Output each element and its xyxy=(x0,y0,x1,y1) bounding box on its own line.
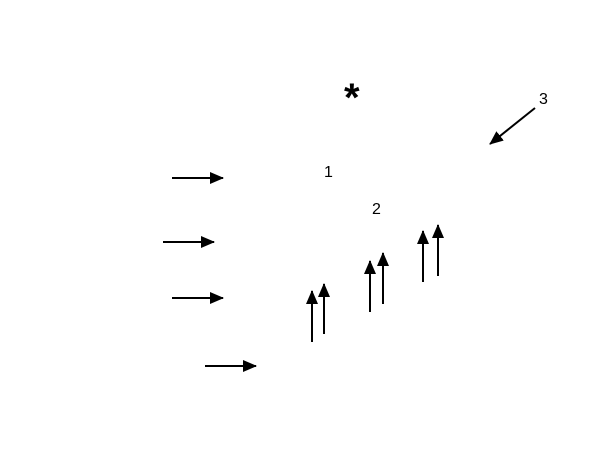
label-three: 3 xyxy=(539,91,548,108)
label-one: 1 xyxy=(324,164,333,181)
diagonal-arrow xyxy=(489,107,536,145)
label-two: 2 xyxy=(372,201,381,218)
star-marker: * xyxy=(344,76,360,120)
